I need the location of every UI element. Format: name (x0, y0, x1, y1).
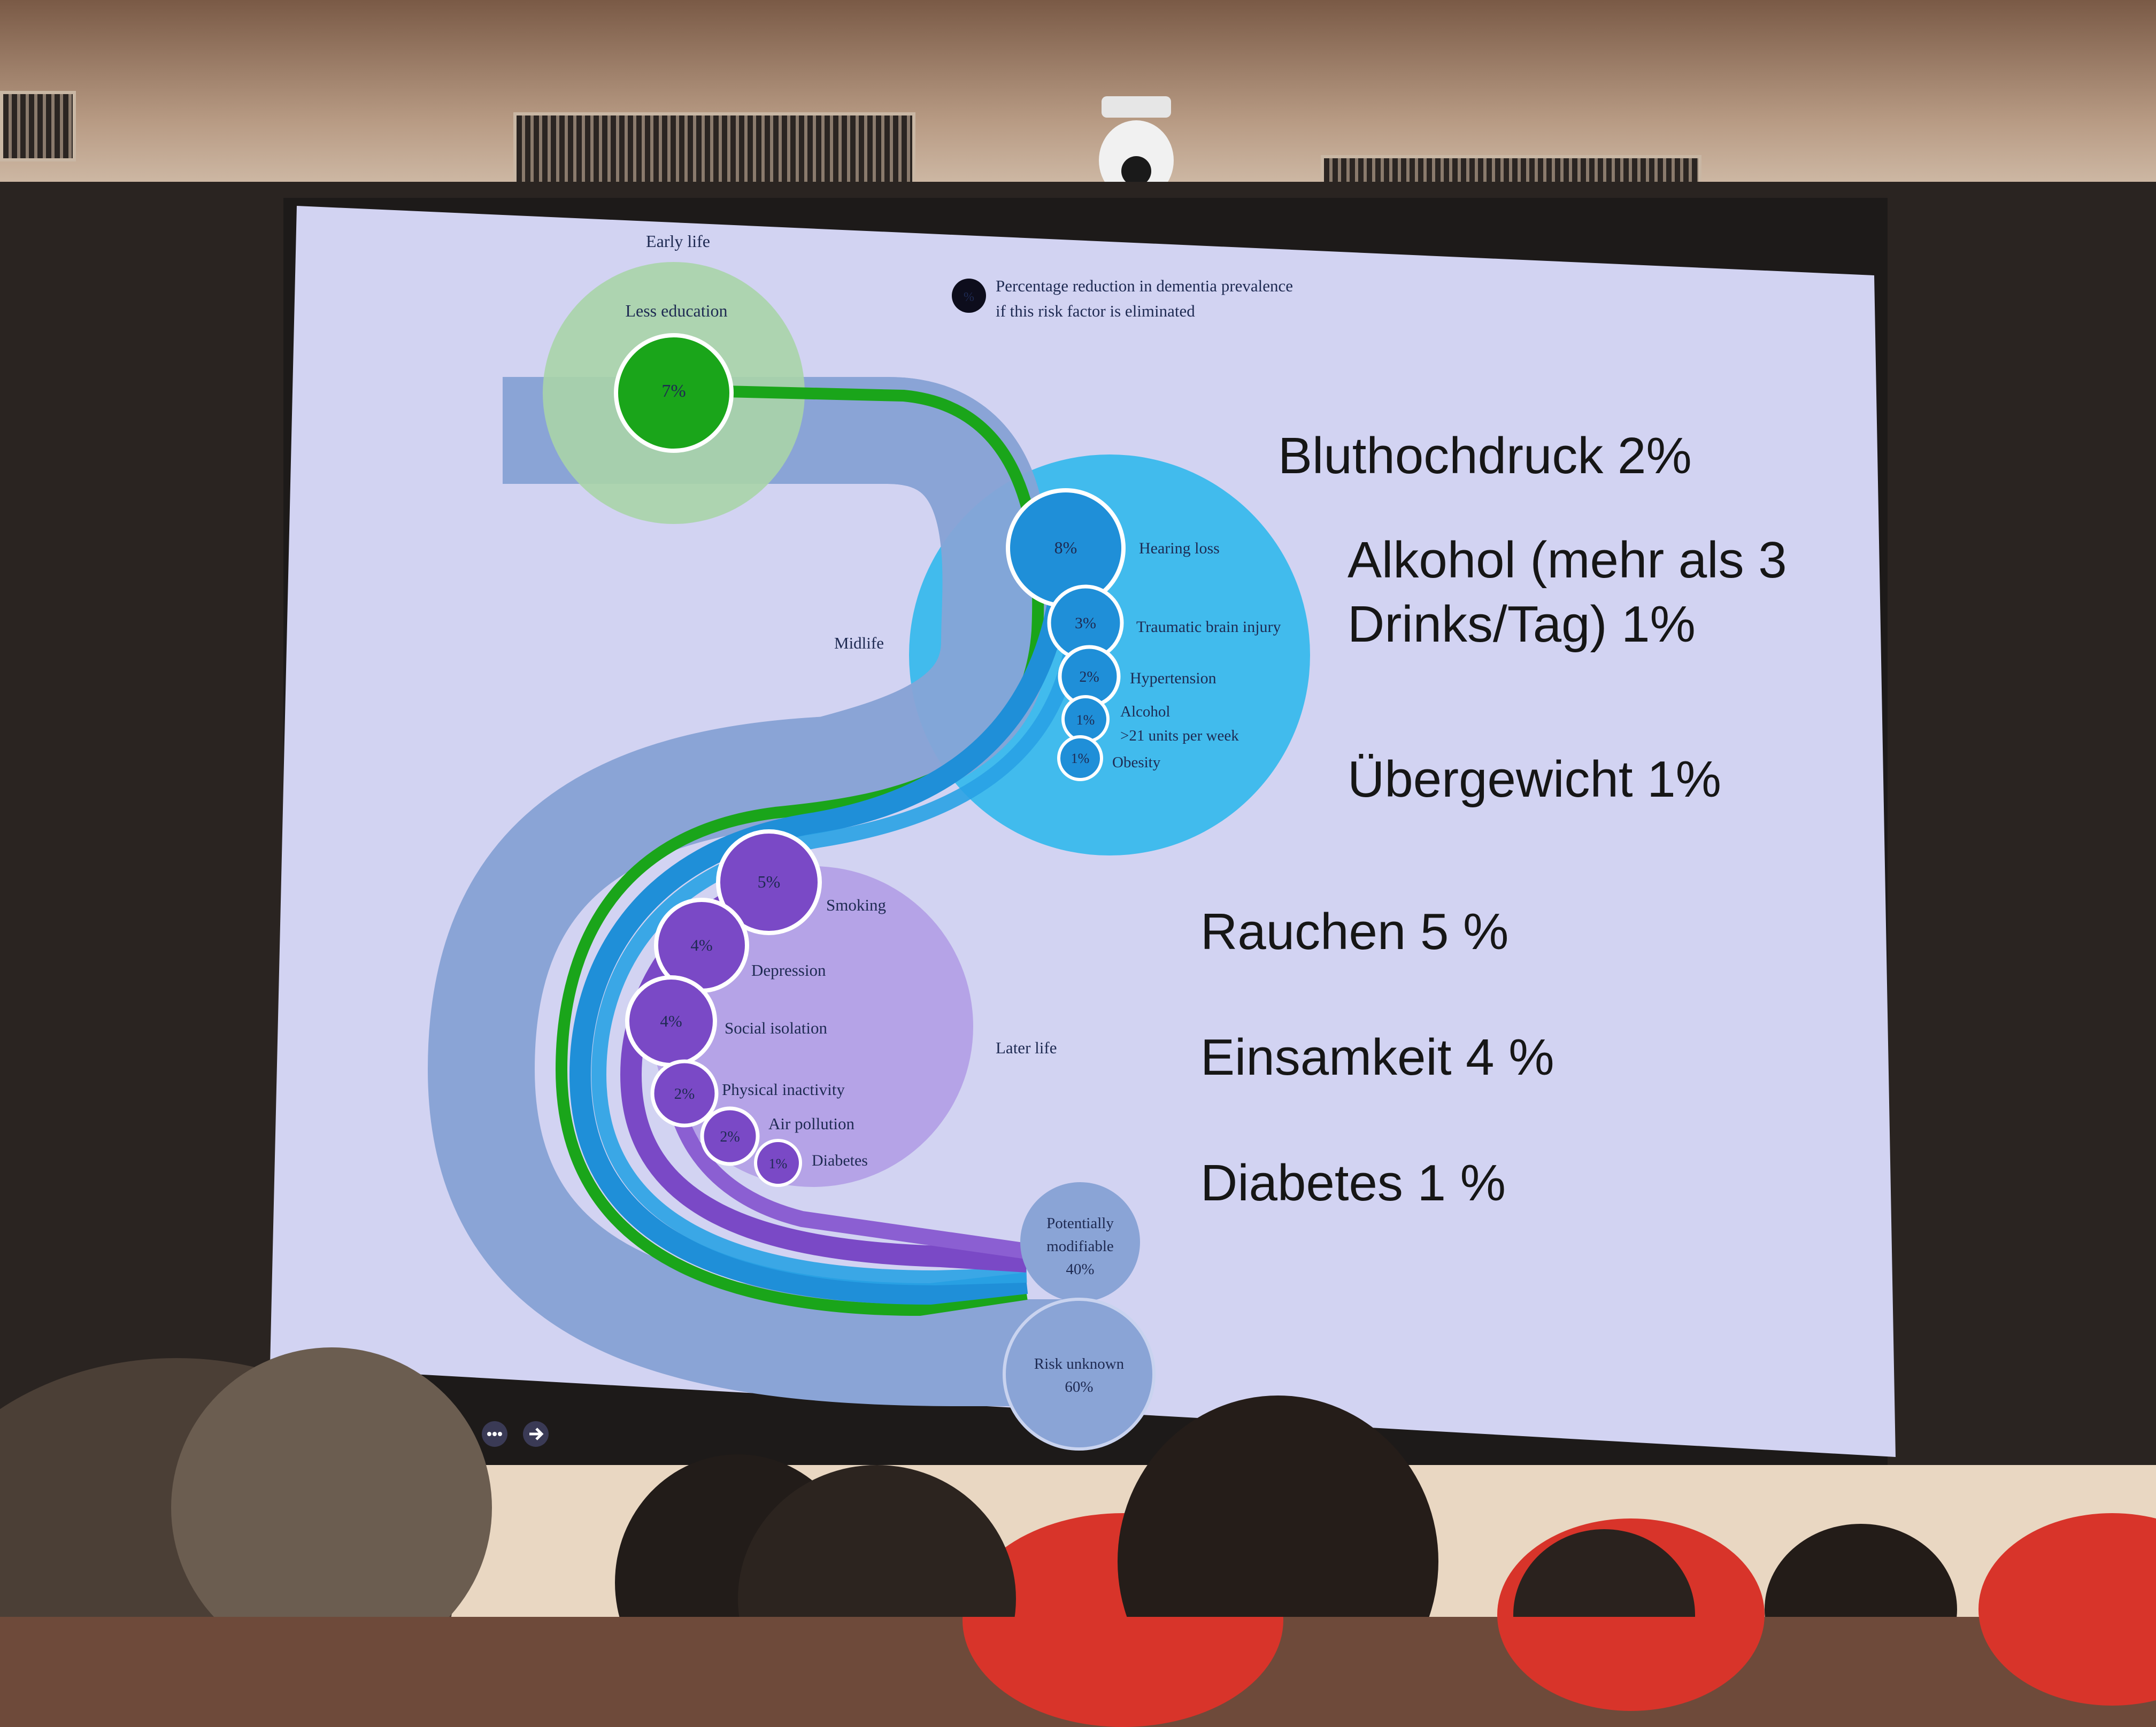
audience-foreground (0, 1347, 1957, 1617)
risk-percent: 4% (660, 1012, 682, 1030)
risk-percent: 8% (1054, 538, 1077, 557)
legend-text: if this risk factor is eliminated (996, 302, 1195, 320)
audience-head (1118, 1396, 1438, 1617)
risk-label: Depression (751, 961, 826, 980)
outcome-risk-unknown: Risk unknown 60% (1003, 1298, 1156, 1451)
ceiling (0, 0, 2156, 203)
annotation-diabetes: Diabetes 1 % (1200, 1154, 1506, 1212)
outcome-percent: 60% (1065, 1378, 1093, 1396)
risk-bubble-smoking: 5% (716, 829, 822, 935)
audience-head (1765, 1524, 1957, 1617)
risk-label: Physical inactivity (722, 1080, 845, 1099)
stage-label-early: Early life (646, 232, 710, 251)
outcome-modifiable: Potentially modifiable 40% (1020, 1182, 1140, 1302)
risk-label: Air pollution (768, 1114, 855, 1133)
risk-percent: 5% (758, 872, 781, 891)
risk-percent: 3% (1075, 614, 1096, 632)
risk-bubble-physical-inactivity: 2% (650, 1059, 719, 1128)
risk-label: Social isolation (725, 1019, 828, 1037)
risk-percent: 2% (674, 1085, 695, 1102)
outcome-label: modifiable (1046, 1238, 1114, 1255)
presentation-slide: 7% Less education 8% Hearing loss 3% Tra… (270, 206, 1896, 1457)
annotation-rauchen: Rauchen 5 % (1200, 903, 1508, 960)
risk-label: Traumatic brain injury (1136, 618, 1281, 636)
legend-badge-icon (952, 279, 986, 313)
annotation-bluthochdruck: Bluthochdruck 2% (1278, 427, 1692, 484)
risk-label: Hearing loss (1139, 539, 1220, 557)
risk-percent: 1% (1071, 751, 1090, 766)
risk-percent: 2% (720, 1129, 740, 1145)
life-course-path-overlay (815, 377, 1050, 822)
annotation-alkohol-line2: Drinks/Tag) 1% (1348, 596, 1696, 653)
next-slide-button[interactable] (523, 1421, 549, 1447)
stage-label-later: Later life (996, 1038, 1057, 1057)
risk-label: Hypertension (1130, 669, 1216, 687)
risk-bubble-traumatic-brain-injury: 3% (1047, 584, 1124, 661)
flow-stream-blue (591, 630, 1082, 1286)
audience-head (738, 1465, 1016, 1617)
risk-bubble-air-pollution: 2% (700, 1106, 760, 1166)
risk-percent: 1% (1076, 712, 1095, 728)
annotation-uebergewicht: Übergewicht 1% (1348, 751, 1721, 808)
outcome-percent: 40% (1066, 1261, 1094, 1278)
risk-label: Obesity (1112, 754, 1161, 771)
flow-stream-blue (569, 555, 1075, 1305)
annotation-einsamkeit: Einsamkeit 4 % (1200, 1029, 1554, 1086)
slide-menu-button[interactable] (482, 1421, 507, 1447)
risk-bubble-obesity: 1% (1057, 735, 1103, 781)
risk-label: Diabetes (812, 1152, 868, 1169)
risk-label: Less education (625, 301, 727, 320)
audience-head (1513, 1529, 1695, 1617)
legend-text: Percentage reduction in dementia prevale… (996, 276, 1293, 295)
security-camera-icon (1099, 96, 1174, 201)
risk-percent: 7% (661, 381, 686, 401)
risk-percent: 2% (1079, 669, 1099, 685)
risk-bubble-less-education: 7% (614, 333, 734, 453)
annotation-alkohol-line1: Alkohol (mehr als 3 (1348, 531, 1787, 589)
legend-badge: % (964, 290, 974, 304)
ceiling-vent (0, 91, 76, 161)
risk-bubble-diabetes: 1% (754, 1139, 802, 1187)
outcome-label: Risk unknown (1034, 1355, 1125, 1373)
risk-percent: 4% (690, 936, 712, 954)
stage-label-mid: Midlife (834, 634, 884, 652)
audience-head (171, 1347, 492, 1617)
risk-label: Smoking (826, 896, 886, 914)
risk-label-detail: >21 units per week (1120, 727, 1239, 744)
outcome-label: Potentially (1046, 1215, 1114, 1232)
risk-percent: 1% (769, 1156, 788, 1171)
risk-label: Alcohol (1120, 703, 1170, 720)
arrow-right-icon (529, 1428, 544, 1440)
